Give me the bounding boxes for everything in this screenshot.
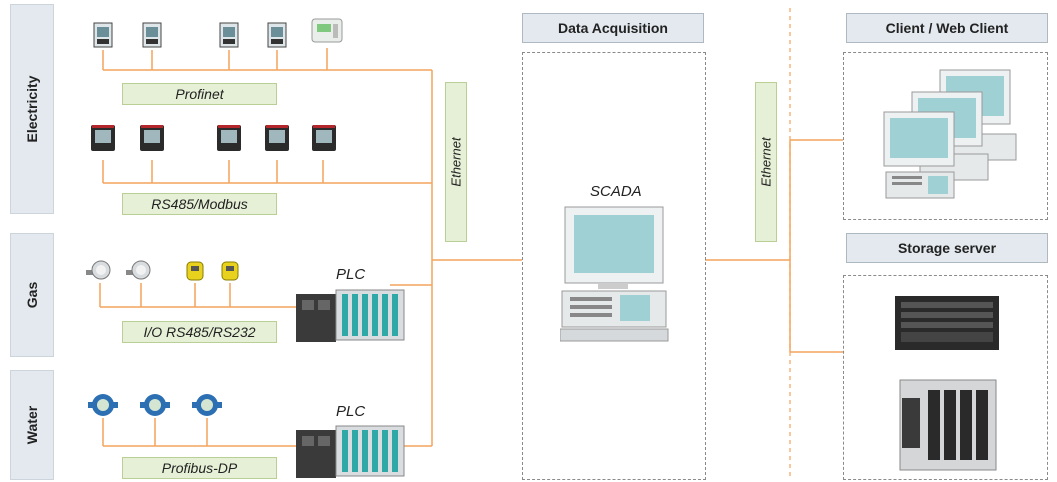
profinet-label: Profinet (175, 86, 224, 102)
rack-server-icon (895, 296, 999, 350)
gas-label: Gas (24, 281, 40, 309)
plc-water-label: PLC (336, 403, 366, 420)
rs485-modbus-bus: RS485/Modbus (122, 193, 277, 215)
electricity-section-label: Electricity (10, 4, 54, 214)
data-acquisition-box (522, 52, 706, 480)
power-meter-icon (265, 125, 289, 151)
client-box (843, 52, 1048, 220)
gas-section-label: Gas (10, 233, 54, 357)
meter-icon (142, 22, 162, 48)
plc-icon (296, 289, 405, 342)
io-rs485-rs232-bus: I/O RS485/RS232 (122, 321, 277, 343)
ethernet-right-bus: Ethernet (755, 82, 777, 242)
data-acquisition-title: Data Acquisition (558, 20, 668, 36)
storage-server-title: Storage server (897, 240, 997, 256)
water-gas-meter-icon (126, 260, 151, 280)
plc-gas-label: PLC (336, 266, 366, 283)
scada-label: SCADA (590, 183, 642, 200)
storage-server-header: Storage server (846, 233, 1048, 263)
water-section-label: Water (10, 370, 54, 480)
ethernet-left-label: Ethernet (448, 137, 464, 187)
client-web-client-header: Client / Web Client (846, 13, 1048, 43)
client-computers-icon (883, 69, 1017, 199)
water-gas-meter-icon (86, 260, 111, 280)
ethernet-left-bus: Ethernet (445, 82, 467, 242)
plc-icon (296, 425, 405, 478)
yellow-gas-meter-icon (221, 261, 239, 281)
power-meter-icon (217, 125, 241, 151)
client-web-client-title: Client / Web Client (885, 20, 1009, 36)
storage-box (843, 275, 1048, 480)
water-label: Water (24, 405, 40, 445)
meter-icon (93, 22, 113, 48)
flow-meter-icon (88, 394, 118, 416)
io-rs485-rs232-label: I/O RS485/RS232 (143, 324, 256, 340)
nas-server-icon (899, 379, 997, 471)
profibus-dp-bus: Profibus-DP (122, 457, 277, 479)
profibus-dp-label: Profibus-DP (161, 460, 238, 476)
electricity-label: Electricity (24, 75, 40, 143)
din-meter-icon (311, 18, 343, 43)
rs485-modbus-label: RS485/Modbus (151, 196, 248, 212)
power-meter-icon (91, 125, 115, 151)
flow-meter-icon (192, 394, 222, 416)
profinet-bus: Profinet (122, 83, 277, 105)
yellow-gas-meter-icon (186, 261, 204, 281)
scada-computer-icon (560, 206, 669, 342)
data-acquisition-header: Data Acquisition (522, 13, 704, 43)
power-meter-icon (312, 125, 336, 151)
ethernet-right-label: Ethernet (758, 137, 774, 187)
meter-icon (267, 22, 287, 48)
flow-meter-icon (140, 394, 170, 416)
power-meter-icon (140, 125, 164, 151)
meter-icon (219, 22, 239, 48)
